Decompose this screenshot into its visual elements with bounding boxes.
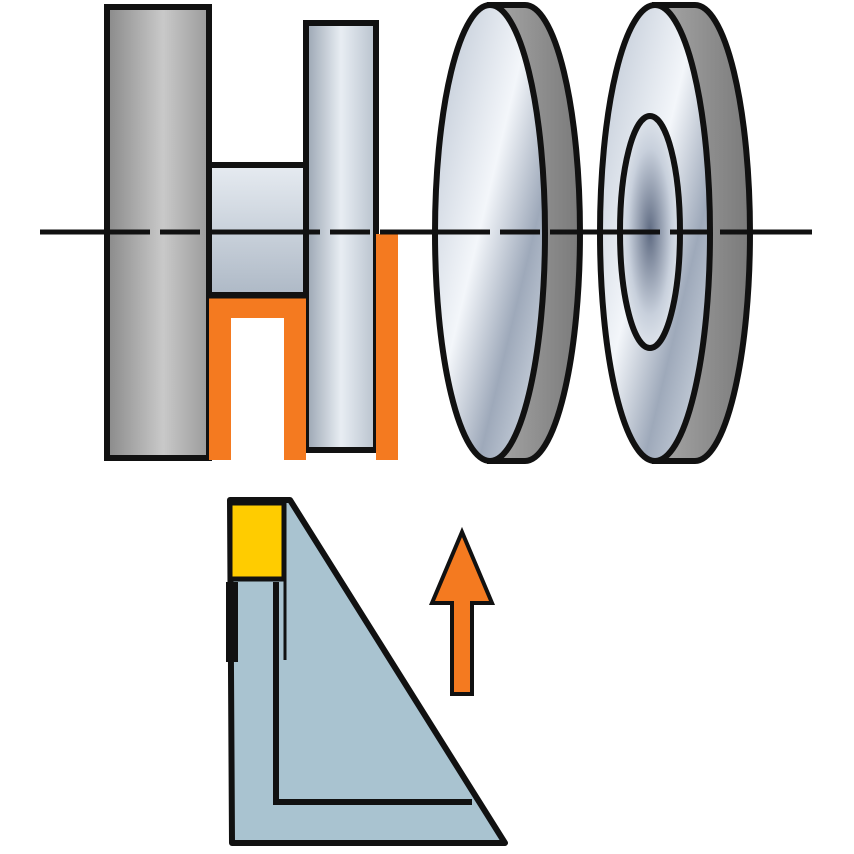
flange-block xyxy=(303,20,379,453)
tool-clamp-slot xyxy=(226,582,238,662)
tool-body xyxy=(227,497,508,846)
tool-inner-outline xyxy=(273,582,472,805)
insert-tip xyxy=(227,500,287,582)
grooved-workpiece-icon xyxy=(104,4,398,461)
machined-groove-surface xyxy=(209,296,306,460)
feed-direction-arrow-icon xyxy=(428,526,496,696)
machined-face-surface xyxy=(376,234,398,460)
parting-tool-icon xyxy=(226,497,508,846)
